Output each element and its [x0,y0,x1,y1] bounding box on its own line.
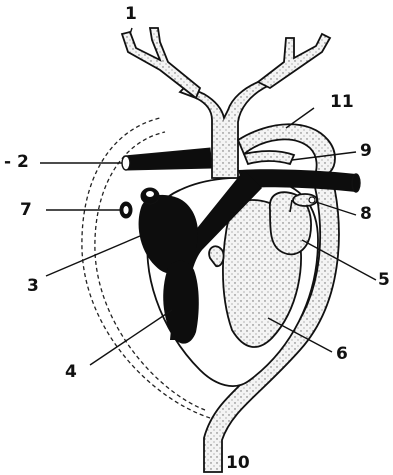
label-9: 9 [360,143,372,160]
vessel-8-opening [309,197,315,203]
label-6: 6 [336,346,348,363]
arteries-1-right [258,34,330,88]
arteries-1 [122,28,200,98]
vessel-2-opening [122,156,130,170]
label-3: 3 [27,278,39,295]
vessel-7b-opening [123,206,128,214]
leader-3 [46,236,140,276]
label-2: - 2 [4,154,29,171]
vessel-7-opening [146,191,154,197]
vessel-2 [125,148,212,170]
vessel-2-right-opening [352,174,360,192]
label-1: 1 [125,6,137,23]
label-5: 5 [378,272,390,289]
ventricle-4 [163,261,199,344]
vessel-9 [244,151,294,164]
label-11: 11 [330,94,354,111]
label-7: 7 [20,202,32,219]
label-8: 8 [360,206,372,223]
leader-4 [90,310,172,365]
label-10: 10 [226,455,250,472]
leader-1 [130,28,132,34]
label-4: 4 [65,364,77,381]
